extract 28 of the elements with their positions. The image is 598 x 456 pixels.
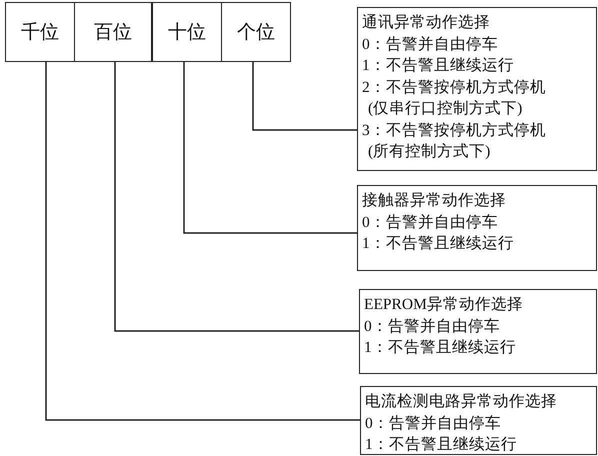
digit-cell: 十位 (152, 2, 222, 62)
option-text: (仅串行口控制方式下) (367, 99, 524, 119)
connector-line (183, 62, 357, 234)
description-box (360, 386, 597, 455)
box-heading: 通讯异常动作选择 (362, 13, 491, 33)
option-text: 0：告警并自由停车 (362, 212, 499, 232)
option-text: 3：不告警按停机方式停机 (362, 120, 547, 140)
description-box (357, 185, 597, 271)
option-text: 1：不告警且继续运行 (362, 234, 515, 254)
option-text: 2：不告警按停机方式停机 (362, 78, 547, 98)
option-text: 1：不告警且继续运行 (362, 56, 515, 76)
box-heading: EEPROM异常动作选择 (364, 295, 524, 315)
option-text: 0：告警并自由停车 (365, 414, 502, 434)
option-text: (所有控制方式下) (367, 142, 492, 162)
digit-cell: 个位 (221, 2, 291, 62)
connector-line (252, 62, 357, 131)
description-box (359, 289, 597, 374)
connector-line (114, 62, 359, 332)
option-text: 1：不告警且继续运行 (365, 435, 518, 455)
box-heading: 电流检测电路异常动作选择 (365, 392, 558, 412)
option-text: 0：告警并自由停车 (364, 316, 501, 336)
option-text: 0：告警并自由停车 (362, 34, 499, 54)
digit-cell: 千位 (5, 2, 75, 62)
digit-cell: 百位 (74, 2, 152, 62)
connector-line (45, 62, 360, 421)
box-heading: 接触器异常动作选择 (362, 191, 507, 211)
option-text: 1：不告警且继续运行 (364, 338, 517, 358)
description-box (357, 7, 597, 171)
